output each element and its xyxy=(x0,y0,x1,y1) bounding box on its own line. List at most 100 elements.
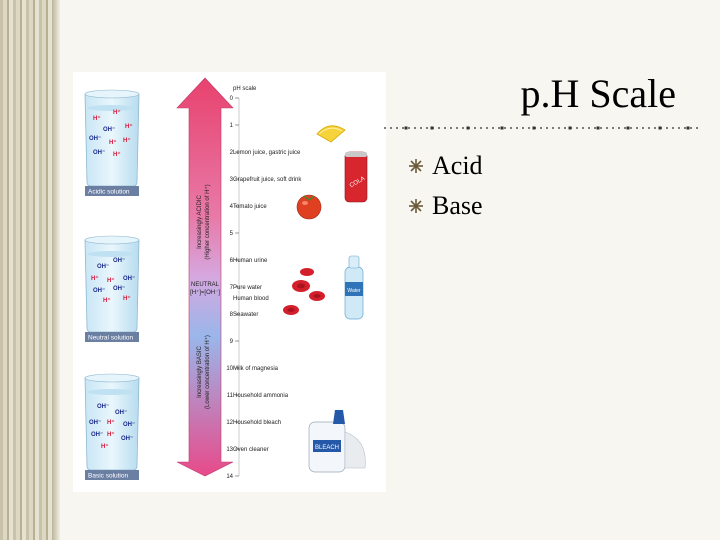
beaker-label: Acidic solution xyxy=(88,189,130,196)
hydrogen-ion: H⁺ xyxy=(113,151,121,158)
tomato-icon xyxy=(296,194,322,220)
neutral-sublabel: [H⁺]=[OH⁻] xyxy=(190,289,220,296)
ph-scale-figure: Increasingly ACIDIC (Higher concentratio… xyxy=(73,72,386,492)
hydrogen-ion: H⁺ xyxy=(125,123,133,130)
ph-tick-label: 6 xyxy=(230,258,234,264)
beaker-liquid-surface xyxy=(87,251,137,257)
divider-dot xyxy=(568,126,572,130)
hydrogen-ion: H⁺ xyxy=(123,295,131,302)
ph-tick-label: 4 xyxy=(230,204,234,210)
hydrogen-ion: H⁺ xyxy=(101,443,109,450)
divider-dot xyxy=(500,126,504,130)
beaker: OH⁻OH⁻H⁺H⁺OH⁻OH⁻OH⁻H⁺H⁺Neutral solution xyxy=(84,235,140,342)
hydroxide-ion: OH⁻ xyxy=(89,420,101,426)
ph-item-label: Pure water xyxy=(233,285,262,291)
divider-dot xyxy=(596,126,600,130)
bullet-item: Acid xyxy=(408,146,483,186)
water-bottle-icon: Water xyxy=(344,255,364,320)
ph-tick-label: 12 xyxy=(226,420,233,426)
hydroxide-ion: OH⁻ xyxy=(97,264,109,270)
ph-tick-label: 1 xyxy=(230,123,234,129)
beaker-liquid-surface xyxy=(87,105,137,111)
ph-item-label: Household ammonia xyxy=(233,393,289,399)
ph-tick-label: 3 xyxy=(230,177,234,183)
basic-label: Increasingly BASIC xyxy=(197,345,203,397)
ph-scale-title: pH scale xyxy=(233,86,257,92)
ph-item-label: Household bleach xyxy=(233,420,281,426)
hydroxide-ion: OH⁻ xyxy=(89,136,101,142)
ph-tick-label: 2 xyxy=(230,150,234,156)
ph-item-label: Oven cleaner xyxy=(233,447,269,453)
divider-dot xyxy=(466,126,470,130)
beaker-rim xyxy=(84,89,140,99)
hydrogen-ion: H⁺ xyxy=(113,109,121,116)
beakers: H⁺H⁺OH⁻H⁺OH⁻H⁺H⁺OH⁻H⁺Acidic solutionOH⁻O… xyxy=(84,89,140,480)
hydroxide-ion: OH⁻ xyxy=(97,404,109,410)
soda-can-icon: COLA xyxy=(344,151,368,203)
bleach-jug-icon: BLEACH xyxy=(308,410,366,473)
hydrogen-ion: H⁺ xyxy=(91,275,99,282)
divider-dot xyxy=(686,126,690,130)
ph-item-label: Human urine xyxy=(233,258,268,264)
beaker-label: Neutral solution xyxy=(88,335,134,342)
hydroxide-ion: OH⁻ xyxy=(113,258,125,264)
hydrogen-ion: H⁺ xyxy=(93,115,101,122)
divider-dot xyxy=(658,126,662,130)
beaker-rim xyxy=(84,373,140,383)
beaker-label-box xyxy=(85,470,139,480)
beaker-liquid-surface xyxy=(87,389,137,395)
divider-dot xyxy=(532,126,536,130)
acidic-sublabel: (Higher concentration of H⁺) xyxy=(204,184,211,259)
ph-tick-label: 13 xyxy=(226,447,233,453)
ph-arrow xyxy=(176,77,234,477)
beaker-label-box xyxy=(85,186,139,196)
beaker-label-box xyxy=(85,332,139,342)
bullet-star-icon xyxy=(409,199,423,213)
ph-tick-label: 7 xyxy=(230,285,234,291)
hydrogen-ion: H⁺ xyxy=(103,297,111,304)
spiral-binding xyxy=(0,0,60,540)
hydroxide-ion: OH⁻ xyxy=(123,276,135,282)
hydroxide-ion: OH⁻ xyxy=(115,410,127,416)
acidic-label: Increasingly ACIDIC xyxy=(197,194,203,248)
hydrogen-ion: H⁺ xyxy=(107,419,115,426)
ph-item-label: Tomato juice xyxy=(233,204,267,210)
hydroxide-ion: OH⁻ xyxy=(121,436,133,442)
beaker: H⁺H⁺OH⁻H⁺OH⁻H⁺H⁺OH⁻H⁺Acidic solution xyxy=(84,89,140,196)
hydroxide-ion: OH⁻ xyxy=(113,286,125,292)
beaker-label: Basic solution xyxy=(88,473,128,480)
hydroxide-ion: OH⁻ xyxy=(93,150,105,156)
hydroxide-ion: OH⁻ xyxy=(103,127,115,133)
ph-item-label: Milk of magnesia xyxy=(233,366,279,372)
beaker-rim xyxy=(84,235,140,245)
bullet-text: Base xyxy=(432,191,483,220)
ph-tick-label: 0 xyxy=(230,96,234,102)
ph-item-label: Human blood xyxy=(233,296,269,302)
bleach-label: BLEACH xyxy=(315,445,339,451)
title-divider xyxy=(384,126,702,130)
slide-title: p.H Scale xyxy=(520,71,676,116)
beaker: OH⁻OH⁻OH⁻H⁺OH⁻OH⁻H⁺OH⁻H⁺Basic solution xyxy=(84,373,140,480)
divider-dot xyxy=(626,126,630,130)
hydrogen-ion: H⁺ xyxy=(107,431,115,438)
divider-dot xyxy=(404,126,408,130)
hydroxide-ion: OH⁻ xyxy=(91,432,103,438)
ph-tick-label: 5 xyxy=(230,231,234,237)
basic-sublabel: (Lower concentration of H⁺) xyxy=(204,335,211,409)
neutral-label: NEUTRAL xyxy=(191,282,220,288)
hydrogen-ion: H⁺ xyxy=(109,139,117,146)
bullet-star-icon xyxy=(409,159,423,173)
bullet-text: Acid xyxy=(432,151,483,180)
ph-tick-label: 11 xyxy=(227,393,234,399)
hydrogen-ion: H⁺ xyxy=(107,277,115,284)
ph-tick-label: 8 xyxy=(230,312,234,318)
hydroxide-ion: OH⁻ xyxy=(123,422,135,428)
divider-dot xyxy=(430,126,434,130)
ph-scale-diagram: Increasingly ACIDIC (Higher concentratio… xyxy=(84,77,368,480)
hydroxide-ion: OH⁻ xyxy=(93,288,105,294)
bullet-item: Base xyxy=(408,186,483,226)
ph-tick-label: 9 xyxy=(230,339,234,345)
